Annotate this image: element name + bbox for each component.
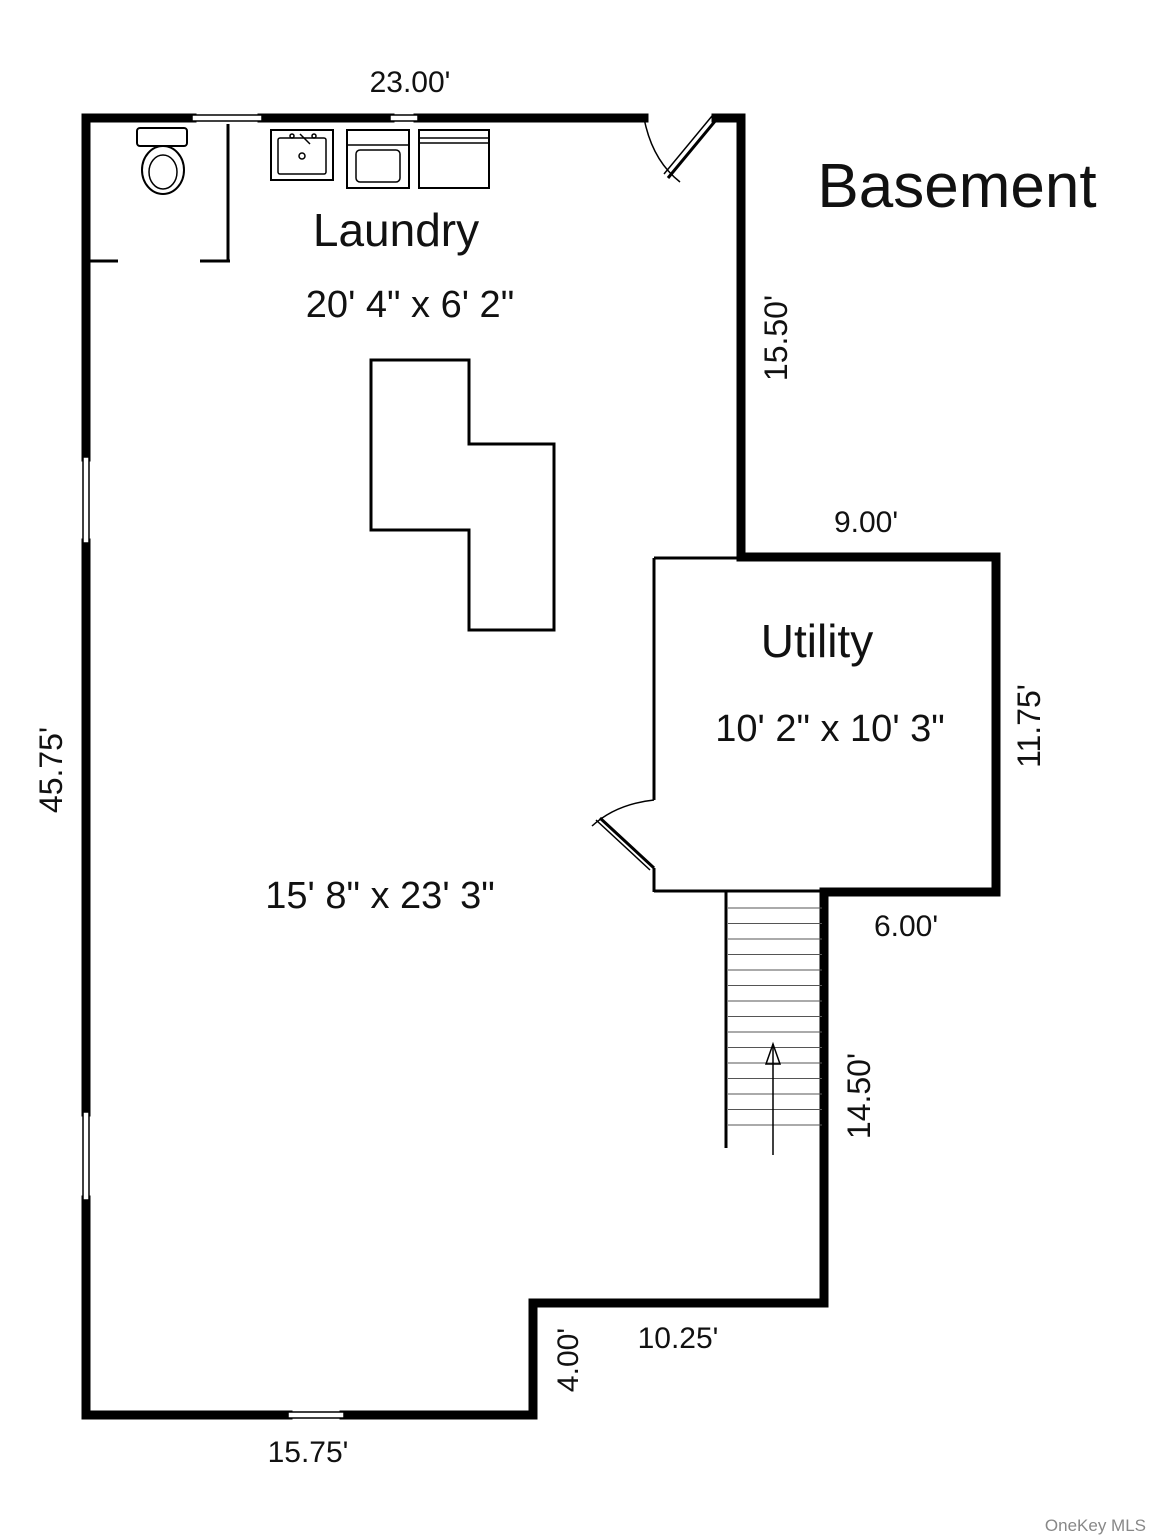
dim-notch-bottom: 10.25' <box>638 1322 719 1355</box>
washer-icon <box>346 129 410 189</box>
window-left-lower <box>82 1111 90 1201</box>
exterior-walls <box>81 113 1001 1420</box>
room-size-utility: 10' 2" x 10' 3" <box>715 708 945 750</box>
window-bottom <box>287 1411 345 1419</box>
dim-left: 45.75' <box>33 727 69 813</box>
floor-title: Basement <box>817 152 1096 221</box>
window-top-left <box>191 114 263 122</box>
dim-stair-right: 14.50' <box>841 1053 877 1139</box>
window-left-upper <box>82 456 90 544</box>
window-top-middle <box>389 114 419 122</box>
dim-bottom: 15.75' <box>268 1436 349 1469</box>
room-name-laundry: Laundry <box>313 204 479 256</box>
toilet-icon <box>136 127 188 195</box>
dryer-icon <box>418 129 490 189</box>
dim-stair-bottom: 6.00' <box>874 910 938 943</box>
dim-utility-top: 9.00' <box>834 506 898 539</box>
watermark: OneKey MLS <box>1045 1516 1146 1535</box>
dim-right-upper: 15.50' <box>758 295 794 381</box>
dim-top: 23.00' <box>370 66 451 99</box>
entry-door <box>643 115 718 183</box>
room-name-utility: Utility <box>761 615 873 667</box>
utility-walls <box>652 556 824 893</box>
windows <box>82 114 419 1419</box>
stair-treads <box>728 907 822 1126</box>
room-size-laundry: 20' 4" x 6' 2" <box>306 284 514 326</box>
chimney-column-outline <box>369 358 556 632</box>
dim-notch-left: 4.00' <box>552 1328 585 1392</box>
room-size-main: 15' 8" x 23' 3" <box>265 875 495 917</box>
stair-up-arrow-icon <box>764 1041 782 1155</box>
laundry-sink-icon <box>270 129 334 181</box>
powder-room-partition <box>88 124 230 263</box>
staircase <box>724 892 822 1155</box>
utility-door <box>591 799 656 871</box>
dim-utility-right: 11.75' <box>1011 684 1047 768</box>
